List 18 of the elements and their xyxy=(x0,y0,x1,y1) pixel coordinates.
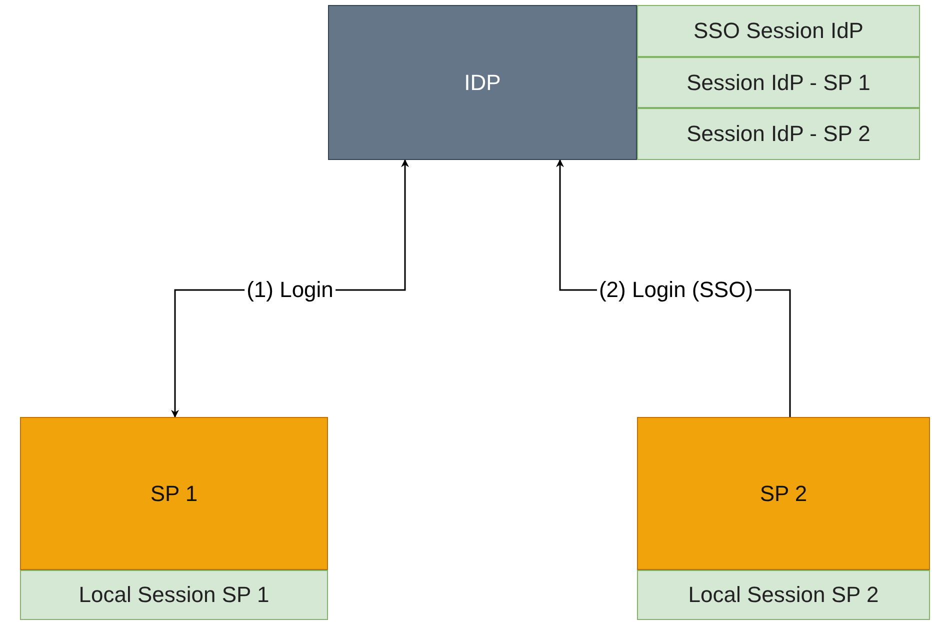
node-label: Local Session SP 1 xyxy=(78,581,270,609)
node-label: IDP xyxy=(464,68,501,96)
session-cell xyxy=(637,57,920,108)
session-cell xyxy=(637,570,930,620)
node-label: SP 2 xyxy=(760,480,808,508)
node-label: SP 1 xyxy=(150,480,198,508)
session-cell xyxy=(637,5,920,57)
edge-label: (1) Login xyxy=(244,279,336,301)
service-provider-box xyxy=(20,417,328,570)
node-label: Local Session SP 2 xyxy=(688,581,879,609)
edge-label: (2) Login (SSO) xyxy=(596,279,756,301)
node-label: Session IdP - SP 1 xyxy=(686,68,870,96)
session-cell xyxy=(20,570,328,620)
server-box xyxy=(328,5,637,160)
session-cell xyxy=(637,108,920,160)
node-label: Session IdP - SP 2 xyxy=(686,120,870,148)
service-provider-box xyxy=(637,417,930,570)
node-label: SSO Session IdP xyxy=(694,17,864,45)
